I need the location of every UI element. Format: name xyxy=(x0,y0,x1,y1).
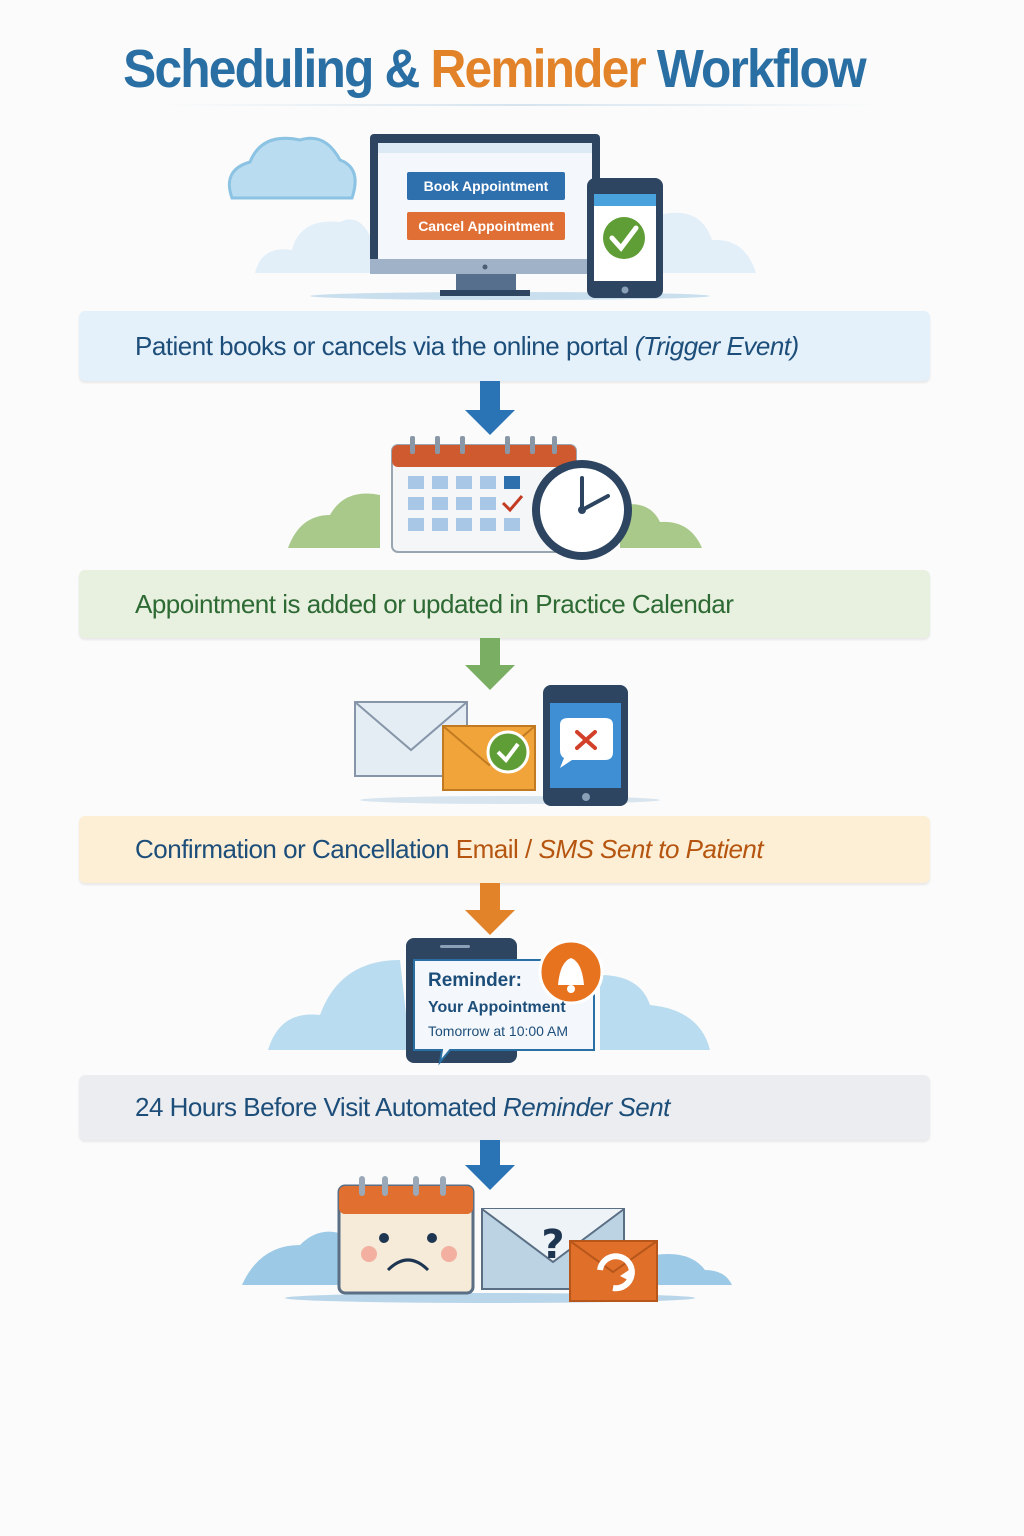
reminder-line-1: Your Appointment xyxy=(428,999,566,1016)
svg-text:?: ? xyxy=(541,1222,564,1268)
step-trigger-event: Patient books or cancels via the online … xyxy=(79,311,930,381)
title-part-1: Scheduling & xyxy=(123,39,420,99)
step-note: (Trigger Event) xyxy=(634,330,799,361)
step-text: Appointment is added or updated in Pract… xyxy=(135,588,734,619)
step-channel-italic: SMS Sent to Patient xyxy=(538,834,764,864)
email-sms-icon xyxy=(354,685,660,806)
arrow-down-icon xyxy=(465,883,515,935)
step-text: Confirmation or Cancellation xyxy=(135,834,450,864)
book-appointment-button[interactable]: Book Appointment xyxy=(407,172,565,200)
reminder-line-2: Tomorrow at 10:00 AM xyxy=(428,1023,569,1039)
page-title: Scheduling & Reminder Workflow xyxy=(40,38,949,100)
title-part-3: Workflow xyxy=(656,39,867,99)
arrow-down-icon xyxy=(465,638,515,690)
cancel-appointment-button[interactable]: Cancel Appointment xyxy=(407,212,565,240)
arrow-down-icon xyxy=(465,381,515,435)
arrow-down-icon xyxy=(465,1140,515,1190)
reminder-heading: Reminder: xyxy=(428,970,522,991)
step-automated-reminder: 24 Hours Before Visit Automated Reminder… xyxy=(79,1075,930,1140)
reminder-phone-icon xyxy=(268,938,710,1066)
title-divider xyxy=(160,104,880,106)
title-part-2: Reminder xyxy=(430,39,646,99)
step-calendar-update: Appointment is added or updated in Pract… xyxy=(79,570,930,638)
calendar-clock-icon xyxy=(288,436,702,560)
step-confirmation-sent: Confirmation or Cancellation Email / SMS… xyxy=(79,816,930,883)
step-channel: Email / xyxy=(455,834,532,864)
smartphone-check-icon xyxy=(587,178,663,298)
step-text: 24 Hours Before Visit Automated xyxy=(135,1092,497,1122)
step-text: Patient books or cancels via the online … xyxy=(135,330,628,361)
step-note: Reminder Sent xyxy=(502,1092,670,1122)
no-show-reschedule-icon: ? xyxy=(242,1176,732,1303)
